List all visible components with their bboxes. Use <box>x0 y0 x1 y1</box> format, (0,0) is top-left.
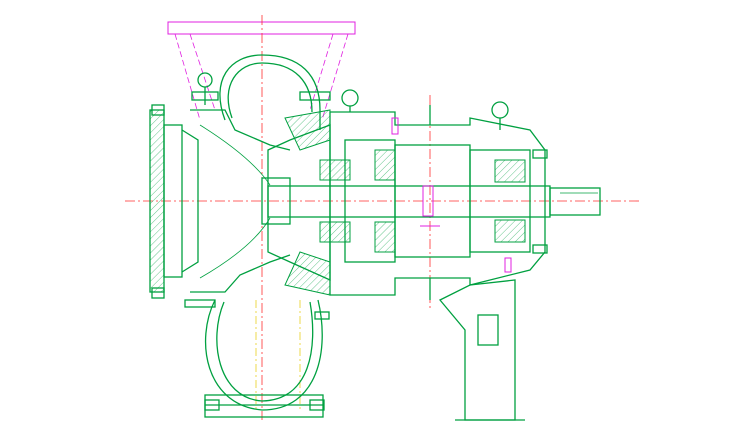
lifting-eye-right <box>491 101 509 130</box>
bolts <box>151 104 548 411</box>
lifting-eye-left <box>191 72 219 105</box>
lifting-eye-center <box>299 89 359 112</box>
bearing-housing <box>319 105 546 300</box>
support-foot <box>438 279 525 421</box>
shaft <box>267 185 601 227</box>
impeller <box>261 109 331 296</box>
volute-casing <box>190 54 324 418</box>
discharge-flange <box>167 21 356 121</box>
